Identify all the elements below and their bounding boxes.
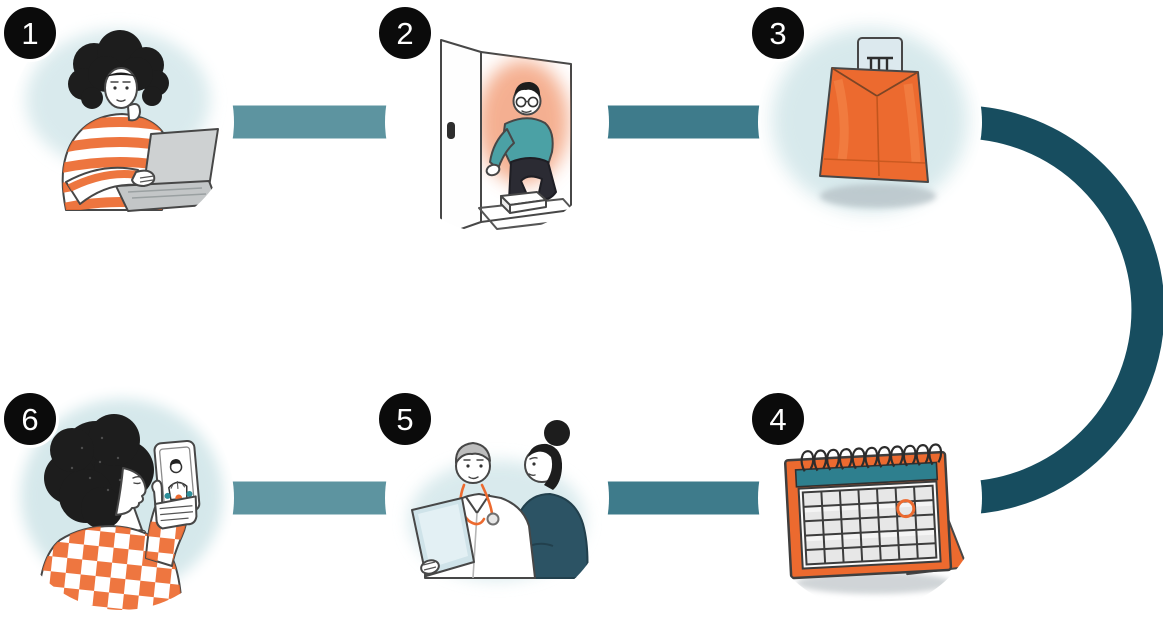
step-2-number: 2 bbox=[396, 15, 414, 51]
step-5-badge: 5 bbox=[376, 390, 434, 448]
person-on-video-call-icon bbox=[21, 399, 223, 610]
person-picking-up-package-at-door-icon bbox=[440, 39, 582, 234]
step-2-badge: 2 bbox=[376, 4, 434, 62]
step-2: 2 bbox=[376, 4, 609, 234]
doctor-with-patient-icon bbox=[409, 420, 589, 580]
step-5: 5 bbox=[376, 386, 609, 610]
step-6-badge: 6 bbox=[1, 390, 59, 448]
step-4-badge: 4 bbox=[749, 390, 807, 448]
step-1: 1 bbox=[1, 4, 234, 234]
envelope-with-test-card-icon bbox=[772, 28, 968, 212]
connector-step3-step4-curve bbox=[870, 105, 1163, 515]
step-2-circle bbox=[385, 10, 609, 234]
step-5-circle bbox=[385, 386, 609, 610]
step-3: 3 bbox=[749, 4, 982, 234]
step-6-circle bbox=[10, 386, 234, 610]
step-1-badge: 1 bbox=[1, 4, 59, 62]
step-5-number: 5 bbox=[396, 401, 414, 437]
step-4: 4 bbox=[749, 386, 982, 610]
step-3-number: 3 bbox=[769, 15, 787, 51]
person-at-laptop-icon bbox=[26, 30, 219, 212]
step-1-number: 1 bbox=[21, 15, 39, 51]
step-6-number: 6 bbox=[21, 401, 39, 437]
step-4-number: 4 bbox=[769, 401, 787, 437]
calendar-with-circled-date-icon bbox=[783, 443, 968, 594]
step-3-badge: 3 bbox=[749, 4, 807, 62]
step-6: 6 bbox=[1, 386, 234, 610]
